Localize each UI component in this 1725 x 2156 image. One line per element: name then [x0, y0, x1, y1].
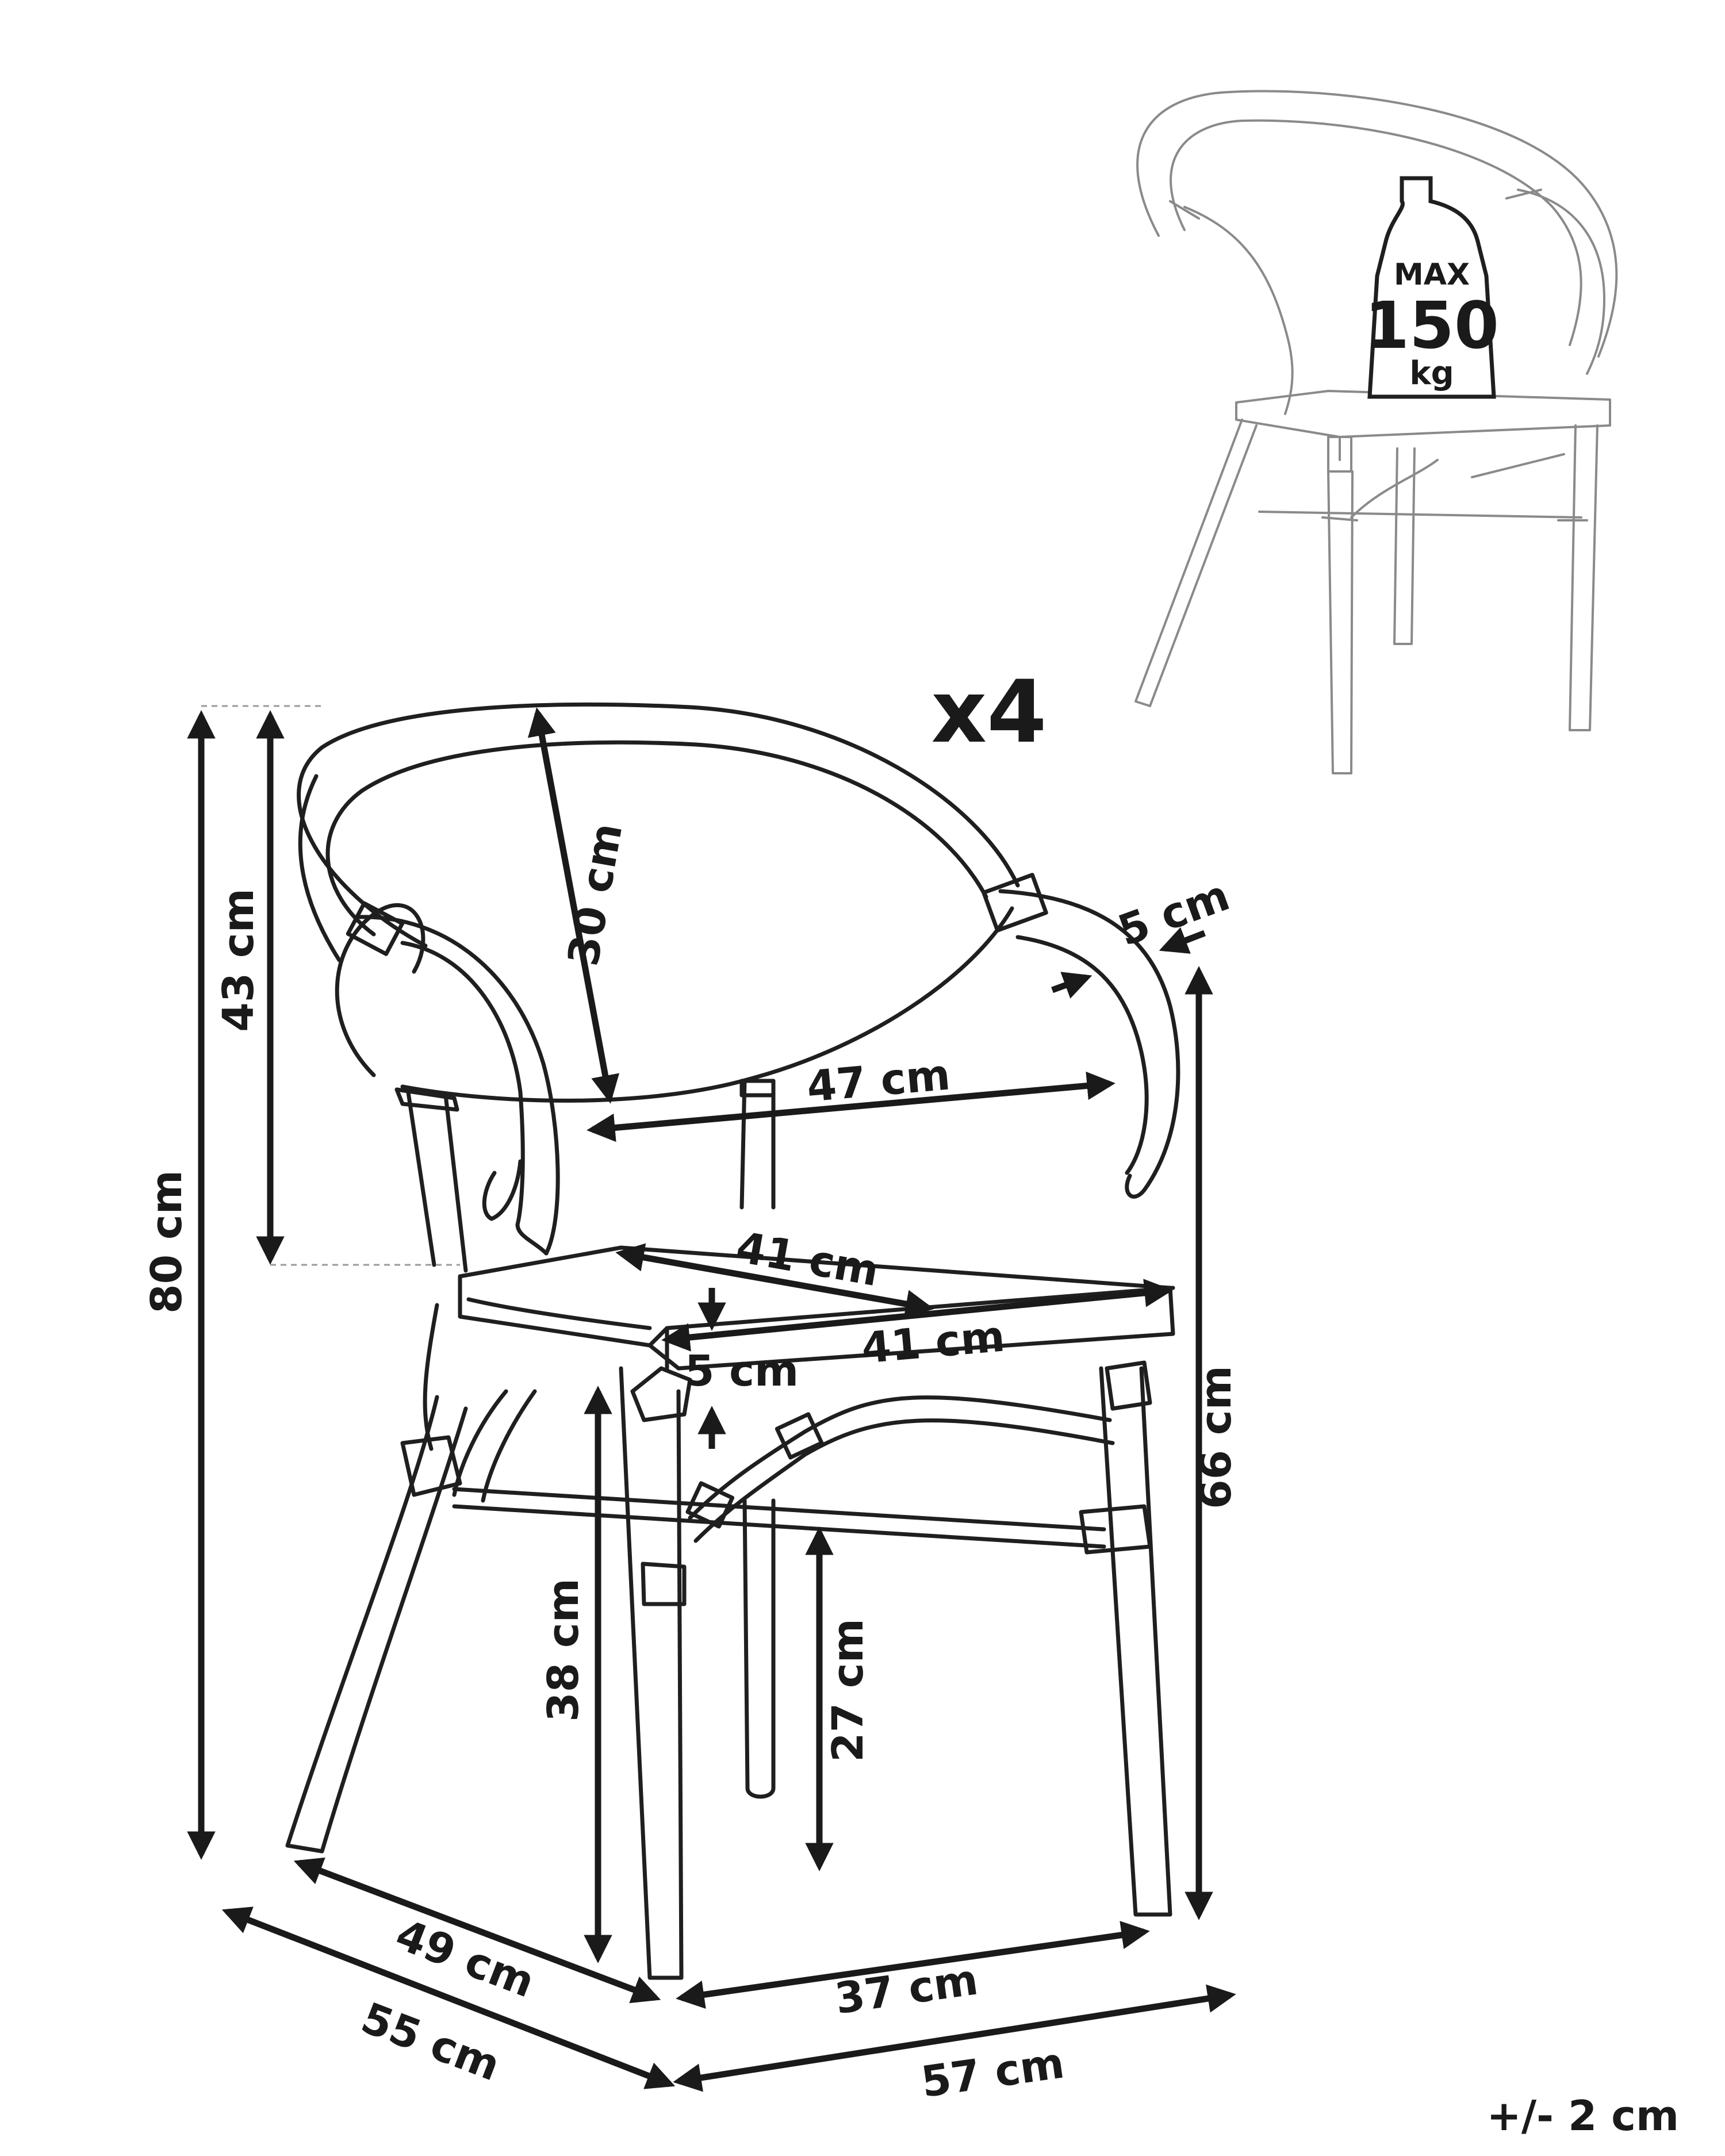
seat-thickness-label: 5 cm	[685, 1346, 799, 1396]
armrest-width-arrow-inner	[1051, 972, 1092, 999]
base-width-label: 37 cm	[832, 1955, 981, 2024]
kettlebell-weight-icon	[1367, 176, 1496, 399]
tolerance-note: +/- 2 cm	[1487, 2092, 1679, 2140]
overall-depth-label: 55 cm	[355, 1993, 507, 2091]
total-height-label: 80 cm	[142, 1170, 191, 1314]
backrest-depth-arrow	[527, 707, 620, 1104]
backrest-height-label: 43 cm	[214, 888, 263, 1032]
stretcher-height-label: 27 cm	[823, 1618, 873, 1762]
weight-max-label: MAX	[1394, 258, 1470, 292]
seat-width-back-arrow	[586, 1071, 1116, 1142]
seat-height-label: 38 cm	[539, 1578, 588, 1722]
overall-depth-arrow	[221, 1906, 676, 2089]
overall-width-label: 57 cm	[918, 2038, 1067, 2107]
armrest-width-arrow-outer	[1159, 927, 1206, 954]
seat-width-arrow	[661, 1279, 1173, 1352]
weight-unit: kg	[1409, 355, 1454, 392]
quantity-label: x4	[931, 662, 1046, 762]
overall-width-arrow	[673, 1984, 1236, 2092]
arm-height-label: 66 cm	[1191, 1365, 1241, 1509]
main-chair-illustration	[285, 702, 1180, 1980]
weight-limit-badge: MAX 150 kg	[1364, 176, 1499, 399]
weight-value: 150	[1364, 289, 1499, 363]
reference-chair-illustration	[1134, 90, 1618, 774]
